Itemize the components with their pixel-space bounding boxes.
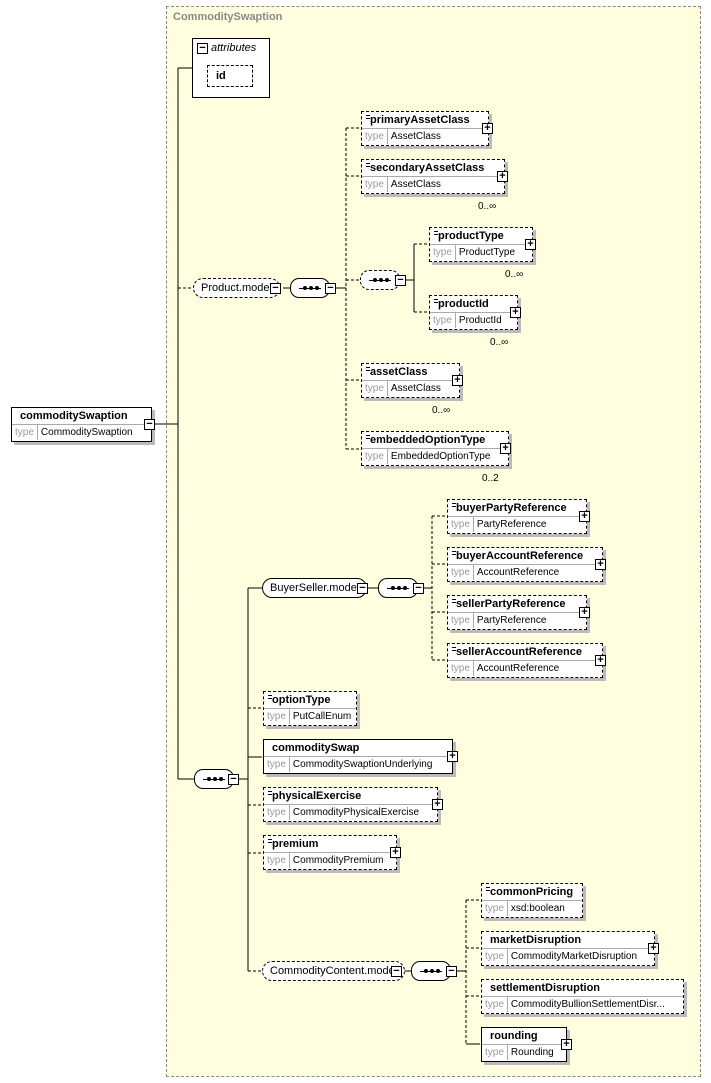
productType-expand-toggle[interactable]: + xyxy=(525,239,536,250)
main-sequence-toggle[interactable]: − xyxy=(228,774,239,785)
assetClass-expand-toggle[interactable]: + xyxy=(452,375,463,386)
buyerAccountReference-expand-toggle[interactable]: + xyxy=(595,559,606,570)
productType-multiplicity: 0..∞ xyxy=(505,269,524,280)
commodity-content-sequence[interactable] xyxy=(411,961,451,981)
product-type-id-sequence-toggle[interactable]: − xyxy=(395,275,406,286)
product-model-toggle[interactable]: − xyxy=(270,283,281,294)
buyer-seller-sequence[interactable] xyxy=(378,578,418,598)
buyer-seller-model-toggle[interactable]: − xyxy=(357,583,368,594)
secondaryAssetClass-multiplicity: 0..∞ xyxy=(478,201,497,212)
product-sequence[interactable] xyxy=(290,278,330,298)
root-collapse-toggle[interactable]: − xyxy=(144,419,155,430)
attributes-box[interactable]: − attributes id xyxy=(192,38,270,98)
primaryAssetClass-expand-toggle[interactable]: + xyxy=(482,123,493,134)
sellerAccountReference-expand-toggle[interactable]: + xyxy=(595,655,606,666)
embeddedOptionType-multiplicity: 0..2 xyxy=(482,473,499,484)
attribute-id[interactable]: id xyxy=(207,65,253,87)
premium-expand-toggle[interactable]: + xyxy=(390,847,401,858)
secondaryAssetClass-expand-toggle[interactable]: + xyxy=(497,171,508,182)
commodity-content-model-group[interactable]: CommodityContent.model xyxy=(262,961,406,981)
commoditySwap-expand-toggle[interactable]: + xyxy=(447,751,458,762)
rounding-expand-toggle[interactable]: + xyxy=(561,1039,572,1050)
buyer-seller-sequence-toggle[interactable]: − xyxy=(413,583,424,594)
commodity-content-model-toggle[interactable]: − xyxy=(391,966,402,977)
buyer-seller-model-group[interactable]: BuyerSeller.model xyxy=(262,578,368,598)
buyerPartyReference-expand-toggle[interactable]: + xyxy=(579,511,590,522)
marketDisruption-expand-toggle[interactable]: + xyxy=(648,943,659,954)
attributes-label: attributes xyxy=(211,42,257,54)
product-sequence-toggle[interactable]: − xyxy=(325,283,336,294)
productId-multiplicity: 0..∞ xyxy=(490,337,509,348)
physicalExercise-expand-toggle[interactable]: + xyxy=(432,799,443,810)
product-model-group[interactable]: Product.model xyxy=(193,278,280,298)
productId-expand-toggle[interactable]: + xyxy=(510,307,521,318)
product-type-id-sequence[interactable] xyxy=(360,270,400,290)
sellerPartyReference-expand-toggle[interactable]: + xyxy=(579,607,590,618)
commodity-content-sequence-toggle[interactable]: − xyxy=(446,966,457,977)
main-sequence[interactable] xyxy=(194,769,234,789)
assetClass-multiplicity: 0..∞ xyxy=(432,405,451,416)
embeddedOptionType-expand-toggle[interactable]: + xyxy=(500,443,511,454)
attributes-collapse-toggle[interactable]: − xyxy=(197,43,208,54)
group-title: CommoditySwaption xyxy=(173,11,283,23)
